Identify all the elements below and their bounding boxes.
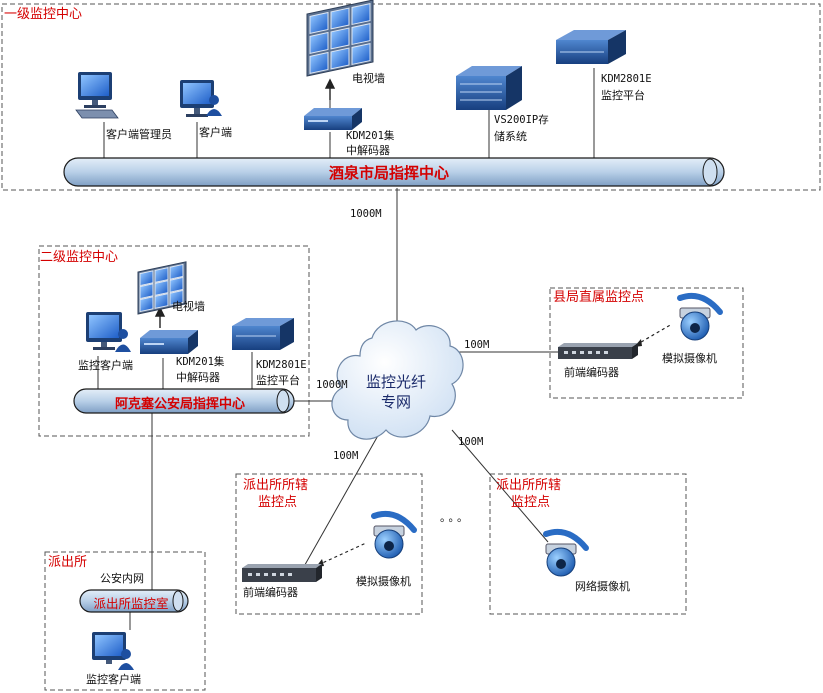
- client-admin-monitor-icon: [75, 72, 119, 119]
- cloud-label-2: 专网: [380, 393, 411, 411]
- level2-bus: [73, 388, 295, 414]
- link-county-speed: 100M: [464, 339, 490, 351]
- level2-tv-wall-label: 电视墙: [172, 300, 205, 313]
- left-encoder-icon: [242, 564, 322, 582]
- ellipsis: 。。。: [440, 511, 471, 524]
- level2-client-label: 监控客户端: [78, 359, 133, 372]
- level1-decoder-label-2: 中解码器: [346, 144, 390, 157]
- zone-police-station: [44, 551, 206, 691]
- level1-tv-wall-icon: [306, 0, 374, 77]
- level2-decoder-label-2: 中解码器: [176, 371, 220, 384]
- left-dome-camera-icon: [371, 510, 417, 559]
- link-level2-speed: 1000M: [316, 379, 348, 391]
- county-dome-camera-icon: [677, 292, 723, 341]
- police-client-label: 监控客户端: [86, 673, 141, 686]
- zone-label-jurisdiction-right-1: 派出所所辖: [496, 478, 562, 493]
- left-encoder-label: 前端编码器: [243, 586, 298, 599]
- county-camera-label: 模拟摄像机: [662, 352, 717, 365]
- arrows: [154, 78, 336, 328]
- level2-platform-label-2: 监控平台: [256, 374, 300, 387]
- level2-bus-title: 阿克塞公安局指挥中心: [114, 397, 245, 412]
- level2-platform-server-icon: [232, 318, 294, 350]
- link-left-speed: 100M: [333, 450, 359, 462]
- client-label: 客户端: [199, 126, 232, 139]
- level1-decoder-server-icon: [304, 108, 362, 130]
- zone-county: [549, 287, 744, 399]
- level1-tv-wall-label: 电视墙: [352, 72, 385, 85]
- zone-label-police-station: 派出所: [48, 555, 88, 570]
- zone-jurisdiction-left: [235, 473, 423, 615]
- storage-label-1: VS200IP存: [494, 114, 549, 126]
- client-monitor-icon: [180, 80, 222, 117]
- county-encoder-icon: [558, 343, 638, 359]
- level2-decoder-label-1: KDM201集: [176, 356, 225, 368]
- level2-tv-wall-icon: [137, 261, 187, 315]
- intranet-label: 公安内网: [100, 572, 144, 585]
- level2-decoder-server-icon: [140, 330, 198, 354]
- fiber-network-cloud: [331, 320, 464, 440]
- level1-decoder-label-1: KDM201集: [346, 130, 395, 142]
- police-bus: [79, 589, 189, 613]
- level1-storage-server-icon: [456, 66, 522, 110]
- level1-platform-label-2: 监控平台: [601, 89, 645, 102]
- link-top-speed: 1000M: [350, 208, 382, 220]
- cloud-label-1: 监控光纤: [365, 373, 426, 391]
- level2-platform-label-1: KDM2801E: [256, 359, 307, 371]
- zone-label-county: 县局直属监控点: [553, 290, 645, 305]
- level1-bus: [63, 157, 725, 187]
- zone-jurisdiction-right: [489, 473, 687, 615]
- dashed-arrows: [317, 323, 673, 566]
- right-dome-camera-icon: [543, 528, 589, 577]
- storage-label-2: 储系统: [494, 130, 527, 143]
- level1-platform-server-icon: [556, 30, 626, 64]
- zone-label-jurisdiction-right-2: 监控点: [511, 495, 551, 510]
- zone-label-jurisdiction-left-1: 派出所所辖: [243, 478, 309, 493]
- level2-client-monitor-icon: [86, 312, 131, 352]
- zone-level1: [1, 3, 821, 191]
- police-client-monitor-icon: [92, 632, 134, 670]
- level1-bus-title: 酒泉市局指挥中心: [328, 164, 449, 182]
- client-admin-label: 客户端管理员: [106, 128, 172, 141]
- zone-level2: [38, 245, 310, 437]
- police-bus-title: 派出所监控室: [93, 596, 169, 611]
- right-camera-label: 网络摄像机: [575, 580, 630, 593]
- zone-label-level2: 二级监控中心: [40, 250, 119, 265]
- level1-platform-label-1: KDM2801E: [601, 73, 652, 85]
- county-encoder-label: 前端编码器: [564, 366, 619, 379]
- zone-label-level1: 一级监控中心: [4, 7, 83, 22]
- left-camera-label: 模拟摄像机: [356, 575, 411, 588]
- connection-lines: [97, 68, 595, 630]
- zone-label-jurisdiction-left-2: 监控点: [258, 495, 298, 510]
- link-right-speed: 100M: [458, 436, 484, 448]
